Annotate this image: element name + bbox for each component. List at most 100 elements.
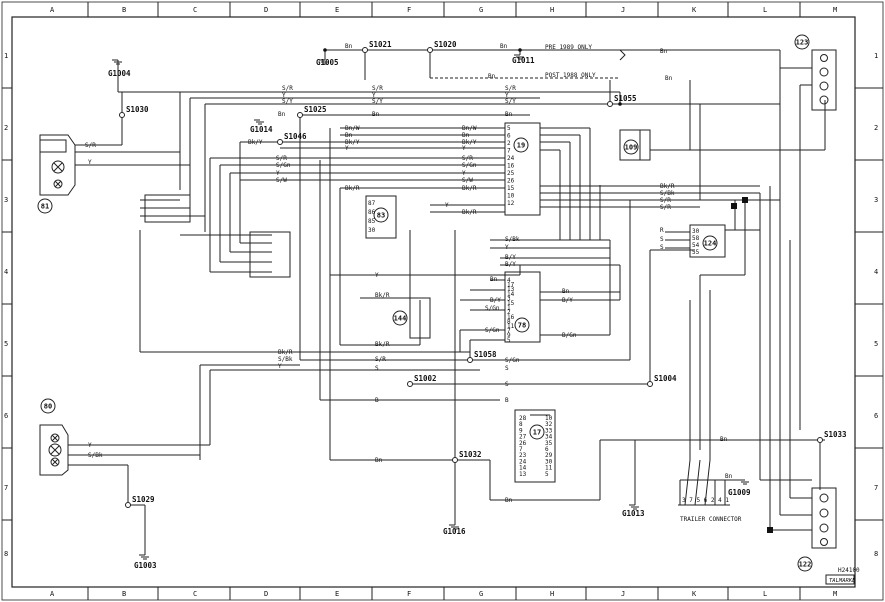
splice-label: S1002 [414,374,437,383]
component-badge [529,424,545,440]
grid-row-label: 7 [4,484,8,492]
component-number: 83 [377,212,385,220]
splice-label: S1004 [654,374,677,383]
component-number: 78 [518,322,526,330]
splice-node [647,381,653,387]
splice-label: S1055 [614,94,637,103]
wire-color-label: B/Y [490,297,501,304]
component-number: 19 [517,142,525,150]
wire-color-label: Bn [372,111,380,118]
pin-number: 14 [519,465,527,472]
component-badge [513,137,529,153]
pre-1989-note: PRE 1989 ONLY [545,44,592,51]
wire-color-label: Bn [490,276,498,283]
wire-color-label: Y [375,272,379,279]
pin-number: 8 [519,421,523,428]
component-badge [702,235,718,251]
wire-color-label: S/Y [372,98,383,105]
wire-color-label: S/W [462,177,473,184]
wire-color-label: Bn [345,43,353,50]
pin-number: 16 [507,314,515,321]
grid-row-label: 6 [4,412,8,420]
wire-color-label: S/R [372,85,383,92]
ground-symbols [112,54,749,560]
wire-color-label: Bn/W [462,125,477,132]
pin-number: 17 [507,282,515,289]
pin-number: 4 [507,277,511,284]
grid-row-label: 7 [874,484,878,492]
grid-col-label: H [550,590,554,598]
component-badge [514,317,530,333]
grid-columns-bottom: A B C D E F G H J K L M [50,590,837,598]
wire-color-label: S/Bk [88,452,103,459]
splice-label: S1020 [434,40,457,49]
wire-color-label: Y [282,92,286,99]
wire-color-label: B/Gn [562,332,577,339]
wire-color-label: Y [505,92,509,99]
pin-number: 13 [507,286,515,293]
wire-color-label: S/R [375,356,386,363]
grid-col-label: L [763,590,767,598]
component-blocks [39,49,837,549]
sheet-border [11,16,856,588]
wire-color-label: Bn [562,288,570,295]
grid-col-label: L [763,6,767,14]
component-number: 80 [44,403,52,411]
grid-row-label: 3 [874,196,878,204]
wire-color-label: Bn [725,473,733,480]
pin-number: 34 [545,434,553,441]
splice-label: S1021 [369,40,392,49]
grid-row-label: 8 [4,550,8,558]
component-badge [392,310,408,326]
wire-color-label: Y [345,145,349,152]
component-badge [40,398,56,414]
pin-number: 7 [519,446,523,453]
grid-row-label: 1 [874,52,878,60]
trailer-pin-numbers: 3 7 5 6 2 4 1 [682,497,729,504]
grid-col-label: G [479,590,483,598]
ground-label: G1005 [316,58,339,67]
wire-color-label: Bk/Y [462,139,477,146]
grid-row-label: 8 [874,550,878,558]
wire-color-label: Bn [660,48,668,55]
pin-number: 12 [507,200,515,207]
ground-label: G1016 [443,527,466,536]
wire-color-label: Y [372,92,376,99]
wire-color-label: Bk/R [660,183,675,190]
pin-number: 55 [692,249,700,256]
wire-color-label: S/Gn [276,162,291,169]
ground-label: G1003 [134,561,157,570]
wire-color-label: S/Gn [505,357,520,364]
wire-color-label: S/R [660,204,671,211]
grid-row-label: 5 [874,340,878,348]
grid-columns-top: A B C D E F G H J K L M [50,6,837,14]
wire-color-label: Bn [462,132,470,139]
splice-node [407,381,413,387]
pin-number: 9 [519,427,523,434]
grid-col-label: F [407,6,411,14]
component-badge [623,139,639,155]
splice-node [362,47,368,53]
wire-color-label: Y [88,159,92,166]
ground-label: G1009 [728,488,751,497]
pin-number: 26 [507,178,515,185]
pin-number: 26 [519,440,527,447]
grid-col-label: H [550,6,554,14]
wire-color-label: S [660,244,664,251]
splice-label: S1046 [284,132,307,141]
wire-color-label: S/Bk [278,356,293,363]
splice-node [452,457,458,463]
component-number: 17 [533,429,541,437]
brand-box [825,574,855,585]
wire-color-label: Bk/R [345,185,360,192]
wire-color-label: Y [462,145,466,152]
component-number: 81 [41,203,49,211]
wire-color-label: S/Y [505,98,516,105]
pin-number: 15 [507,300,515,307]
pin-number: 30 [368,227,376,234]
wire-color-label: S/Gn [485,327,500,334]
grid-col-label: A [50,590,55,598]
pin-number: 2 [507,309,511,316]
wire-color-label: S/W [276,177,287,184]
